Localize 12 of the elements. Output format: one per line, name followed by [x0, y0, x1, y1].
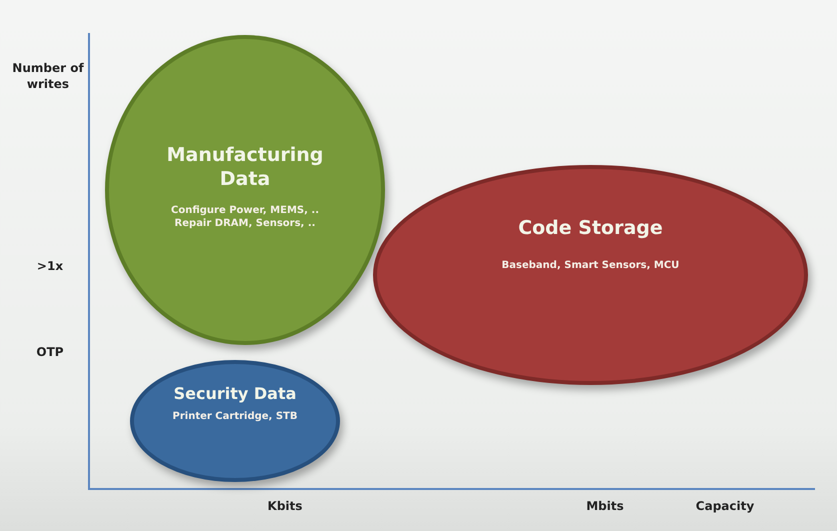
ellipse-heading: Code Storage	[518, 217, 663, 241]
ellipse-description: Printer Cartridge, STB	[172, 410, 298, 424]
axis-label: OTP	[35, 344, 65, 360]
axis-label: Kbits	[266, 498, 304, 514]
axis-label: Number of writes	[11, 60, 85, 92]
ellipse-description: Baseband, Smart Sensors, MCU	[502, 258, 680, 272]
ellipse-heading: Manufacturing Data	[166, 144, 324, 192]
axis-label: Capacity	[694, 498, 756, 514]
ellipse-heading: Security Data	[174, 384, 296, 404]
axis-label: >1x	[36, 258, 64, 274]
ellipse-description: Configure Power, MEMS, .. Repair DRAM, Sensors, ..	[170, 204, 320, 230]
axis-label: Mbits	[585, 498, 625, 514]
